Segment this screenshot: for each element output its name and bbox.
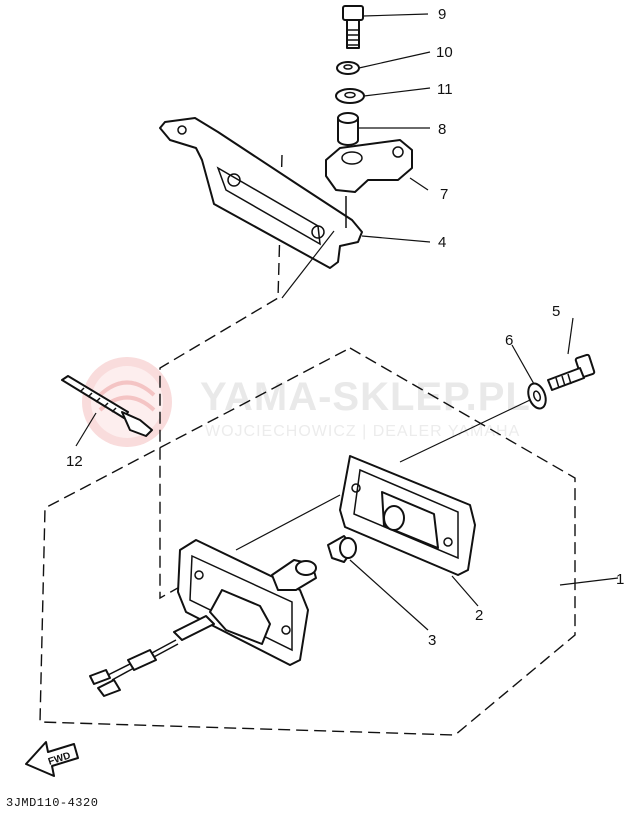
cable-tie-12 bbox=[61, 375, 153, 437]
wire-harness bbox=[89, 615, 215, 697]
mounting-route-line bbox=[159, 154, 283, 600]
bulb-3 bbox=[327, 535, 357, 563]
watermark: YAMA-SKLEP.PL WOJCIECHOWICZ | DEALER YAM… bbox=[82, 357, 531, 447]
callout-7: 7 bbox=[440, 186, 448, 203]
lens-2 bbox=[339, 455, 476, 576]
bulb-socket bbox=[271, 559, 317, 591]
leader-lines bbox=[75, 13, 619, 631]
callout-9: 9 bbox=[438, 6, 446, 23]
bolt-5 bbox=[547, 353, 596, 391]
washer-6 bbox=[527, 382, 547, 410]
callout-labels: 1 2 3 4 5 6 7 8 9 10 11 12 bbox=[66, 6, 624, 649]
callout-2: 2 bbox=[475, 607, 483, 624]
flat-washer-11 bbox=[335, 88, 365, 104]
callout-11: 11 bbox=[437, 81, 453, 98]
lamp-housing bbox=[177, 539, 309, 666]
callout-5: 5 bbox=[552, 303, 560, 320]
bracket-4 bbox=[159, 117, 363, 269]
forward-direction-arrow: FWD bbox=[25, 741, 79, 777]
stay-arm-7 bbox=[325, 139, 413, 193]
diagram-code: 3JMD110-4320 bbox=[6, 796, 98, 810]
watermark-subtitle: WOJCIECHOWICZ | DEALER YAMAHA bbox=[205, 423, 520, 440]
callout-1: 1 bbox=[616, 571, 624, 588]
callout-12: 12 bbox=[66, 453, 83, 470]
bolt-9 bbox=[342, 5, 364, 49]
lock-washer-10 bbox=[336, 61, 360, 75]
assembly-outline bbox=[39, 347, 576, 736]
callout-3: 3 bbox=[428, 632, 436, 649]
callout-8: 8 bbox=[438, 121, 446, 138]
watermark-brand: YAMA-SKLEP.PL bbox=[200, 375, 531, 419]
callout-6: 6 bbox=[505, 332, 513, 349]
callout-4: 4 bbox=[438, 234, 446, 251]
watermark-logo bbox=[82, 357, 172, 447]
collar-8 bbox=[337, 112, 359, 146]
callout-10: 10 bbox=[436, 44, 453, 61]
